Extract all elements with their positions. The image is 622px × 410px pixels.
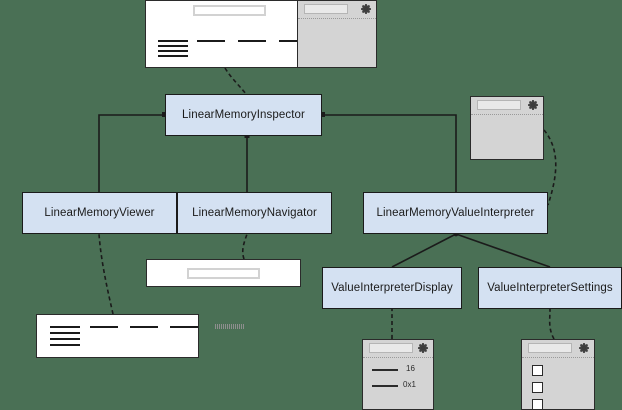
mockup-byte-group xyxy=(90,326,118,328)
mockup-ascii-column xyxy=(215,324,245,329)
node-value-interpreter-display[interactable]: ValueInterpreterDisplay xyxy=(322,267,462,309)
node-linear-memory-inspector[interactable]: LinearMemoryInspector xyxy=(165,94,322,136)
mockup-toolbar-field[interactable] xyxy=(528,343,572,353)
edge-inspector-interpreter xyxy=(320,112,457,192)
mockup-toolbar xyxy=(471,97,543,115)
node-linear-memory-viewer[interactable]: LinearMemoryViewer xyxy=(22,192,177,234)
mockup-toolbar xyxy=(363,340,433,358)
node-label: ValueInterpreterSettings xyxy=(487,282,613,294)
node-label: ValueInterpreterDisplay xyxy=(331,282,453,294)
mockup-byte-group xyxy=(197,40,225,42)
mockup-toolbar-field[interactable] xyxy=(369,343,413,353)
mockup-sidebar-toolbar xyxy=(298,1,376,19)
node-linear-memory-navigator[interactable]: LinearMemoryNavigator xyxy=(177,192,332,234)
mockup-byte-group xyxy=(238,40,266,42)
edge-viewer-mock xyxy=(98,233,114,315)
mockup-value-type-rule xyxy=(372,369,398,371)
mockup-byte-group xyxy=(170,326,198,328)
edge-interpreter-display xyxy=(391,233,457,268)
mockup-linear-memory-navigator xyxy=(146,259,301,287)
edge-inspector-viewer xyxy=(98,112,167,192)
mockup-address-line xyxy=(158,45,188,47)
mockup-byte-group xyxy=(130,326,158,328)
mockup-value-interpreter-display: 16 0x1 xyxy=(362,339,434,410)
mockup-toolbar-field[interactable] xyxy=(477,100,521,110)
mockup-address-line xyxy=(158,50,188,52)
mockup-address-line xyxy=(50,344,80,346)
mockup-linear-memory-inspector xyxy=(145,0,377,68)
node-label: LinearMemoryNavigator xyxy=(192,207,317,219)
mockup-address-input[interactable] xyxy=(187,268,260,279)
gear-icon[interactable] xyxy=(528,100,538,110)
mockup-value-interpreter-settings xyxy=(521,339,595,410)
mockup-address-line xyxy=(158,55,188,57)
mockup-byte-group xyxy=(279,40,307,42)
gear-icon[interactable] xyxy=(579,343,589,353)
gear-icon[interactable] xyxy=(361,4,371,14)
node-value-interpreter-settings[interactable]: ValueInterpreterSettings xyxy=(478,267,622,309)
mockup-value-text: 16 xyxy=(406,364,415,373)
node-label: LinearMemoryValueInterpreter xyxy=(376,207,535,219)
node-label: LinearMemoryInspector xyxy=(182,109,305,121)
mockup-address-line xyxy=(50,332,80,334)
edge-inspector-navigator xyxy=(244,133,250,192)
mockup-setting-checkbox[interactable] xyxy=(532,365,543,376)
mockup-address-line xyxy=(50,338,80,340)
mockup-toolbar-field[interactable] xyxy=(304,4,348,14)
node-linear-memory-value-interpreter[interactable]: LinearMemoryValueInterpreter xyxy=(363,192,548,234)
mockup-inspector-sidebar-pane xyxy=(297,1,376,67)
edge-interpreter-settings xyxy=(453,231,551,268)
mockup-inspector-main-pane xyxy=(146,1,354,67)
mockup-value-text: 0x1 xyxy=(403,380,416,389)
gear-icon[interactable] xyxy=(418,343,428,353)
mockup-address-input[interactable] xyxy=(193,5,266,16)
edge-settings-mock xyxy=(548,308,555,340)
mockup-address-line xyxy=(158,40,188,42)
node-label: LinearMemoryViewer xyxy=(44,207,155,219)
edge-inspector-mock xyxy=(224,67,247,95)
mockup-toolbar xyxy=(522,340,594,358)
mockup-value-interpreter xyxy=(470,96,544,160)
mockup-value-type-rule xyxy=(372,385,398,387)
mockup-setting-checkbox[interactable] xyxy=(532,399,543,410)
mockup-linear-memory-viewer xyxy=(36,314,245,358)
mockup-address-line xyxy=(50,326,80,328)
edge-navigator-mock xyxy=(241,233,248,260)
mockup-setting-checkbox[interactable] xyxy=(532,382,543,393)
